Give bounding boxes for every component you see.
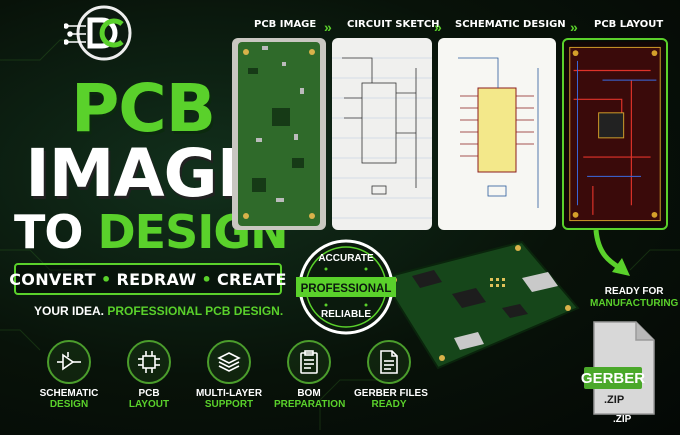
- badge-middle-text: PROFESSIONAL: [301, 283, 392, 295]
- tagline: YOUR IDEA. PROFESSIONAL PCB DESIGN.: [34, 304, 283, 318]
- circuit-sketch-drawing: [332, 38, 432, 230]
- feature-subtitle: SUPPORT: [204, 399, 254, 410]
- brand-logo: [64, 5, 132, 61]
- schematic-icon: [47, 340, 91, 384]
- banner-word-convert: CONVERT: [9, 269, 96, 289]
- step-label-pcb-layout: PCB LAYOUT: [594, 19, 664, 30]
- gerber-zip-label: GERBER: [581, 367, 645, 389]
- hero-line-pcb: PCB: [70, 70, 216, 147]
- clipboard-icon: [287, 340, 331, 384]
- ready-line1: READY FOR: [604, 286, 664, 297]
- feature-multilayer: MULTI-LAYER SUPPORT: [194, 340, 264, 410]
- convert-redraw-create-banner: CONVERT • REDRAW • CREATE: [9, 263, 286, 295]
- feature-gerber: GERBER FILES READY: [354, 340, 428, 410]
- feature-subtitle: DESIGN: [49, 399, 89, 410]
- step-arrow: »: [434, 19, 442, 35]
- curved-arrow-icon: [593, 229, 630, 276]
- hero-title: PCB IMAGE TO DESIGN: [14, 70, 299, 256]
- feature-bom: BOM PREPARATION: [274, 340, 346, 410]
- tagline-white: YOUR IDEA.: [34, 304, 108, 318]
- feature-schematic: SCHEMATIC DESIGN: [34, 340, 104, 410]
- feature-title: MULTI-LAYER: [195, 388, 263, 399]
- hero-line-image: IMAGE: [25, 134, 262, 212]
- ready-line2: MANUFACTURING: [590, 298, 679, 309]
- zip-extension-outer: .ZIP: [613, 414, 632, 425]
- feature-title: PCB: [138, 388, 160, 399]
- step-label-circuit-sketch: CIRCUIT SKETCH: [347, 19, 440, 30]
- feature-list: SCHEMATIC DESIGN PCB LAYOUT MULTI-LAYER …: [34, 340, 428, 410]
- layers-icon: [207, 340, 251, 384]
- document-icon: [367, 340, 411, 384]
- feature-title: SCHEMATIC: [39, 388, 99, 399]
- ready-for-manufacturing: READY FOR MANUFACTURING: [590, 286, 678, 310]
- feature-pcb-layout: PCB LAYOUT: [114, 340, 184, 410]
- feature-subtitle: LAYOUT: [128, 399, 170, 410]
- feature-subtitle: PREPARATION: [274, 399, 346, 410]
- feature-subtitle: READY: [371, 399, 407, 410]
- feature-title: BOM: [297, 388, 321, 399]
- quality-badge: ACCURATE PROFESSIONAL RELIABLE: [296, 239, 396, 335]
- pcb-board-render: [380, 240, 580, 370]
- badge-top-text: ACCURATE: [318, 253, 374, 264]
- badge-bottom-text: RELIABLE: [321, 309, 371, 320]
- chip-icon: [127, 340, 171, 384]
- tagline-green: PROFESSIONAL PCB DESIGN.: [107, 304, 284, 318]
- zip-extension-inner: .ZIP: [604, 394, 625, 406]
- banner-word-create: CREATE: [216, 269, 287, 289]
- feature-title: GERBER FILES: [354, 388, 428, 399]
- step-label-pcb-image: PCB IMAGE: [254, 19, 317, 30]
- schematic-design-drawing: [438, 38, 556, 230]
- step-arrow: »: [570, 19, 578, 35]
- step-label-schematic: SCHEMATIC DESIGN: [455, 19, 566, 30]
- pcb-layout-render: [562, 38, 668, 230]
- pcb-image-photo: [232, 38, 326, 230]
- hero-to-word: TO: [14, 205, 98, 260]
- banner-separator: •: [201, 269, 212, 289]
- banner-separator: •: [100, 269, 112, 289]
- step-arrow: »: [324, 19, 332, 35]
- banner-word-redraw: REDRAW: [116, 269, 197, 289]
